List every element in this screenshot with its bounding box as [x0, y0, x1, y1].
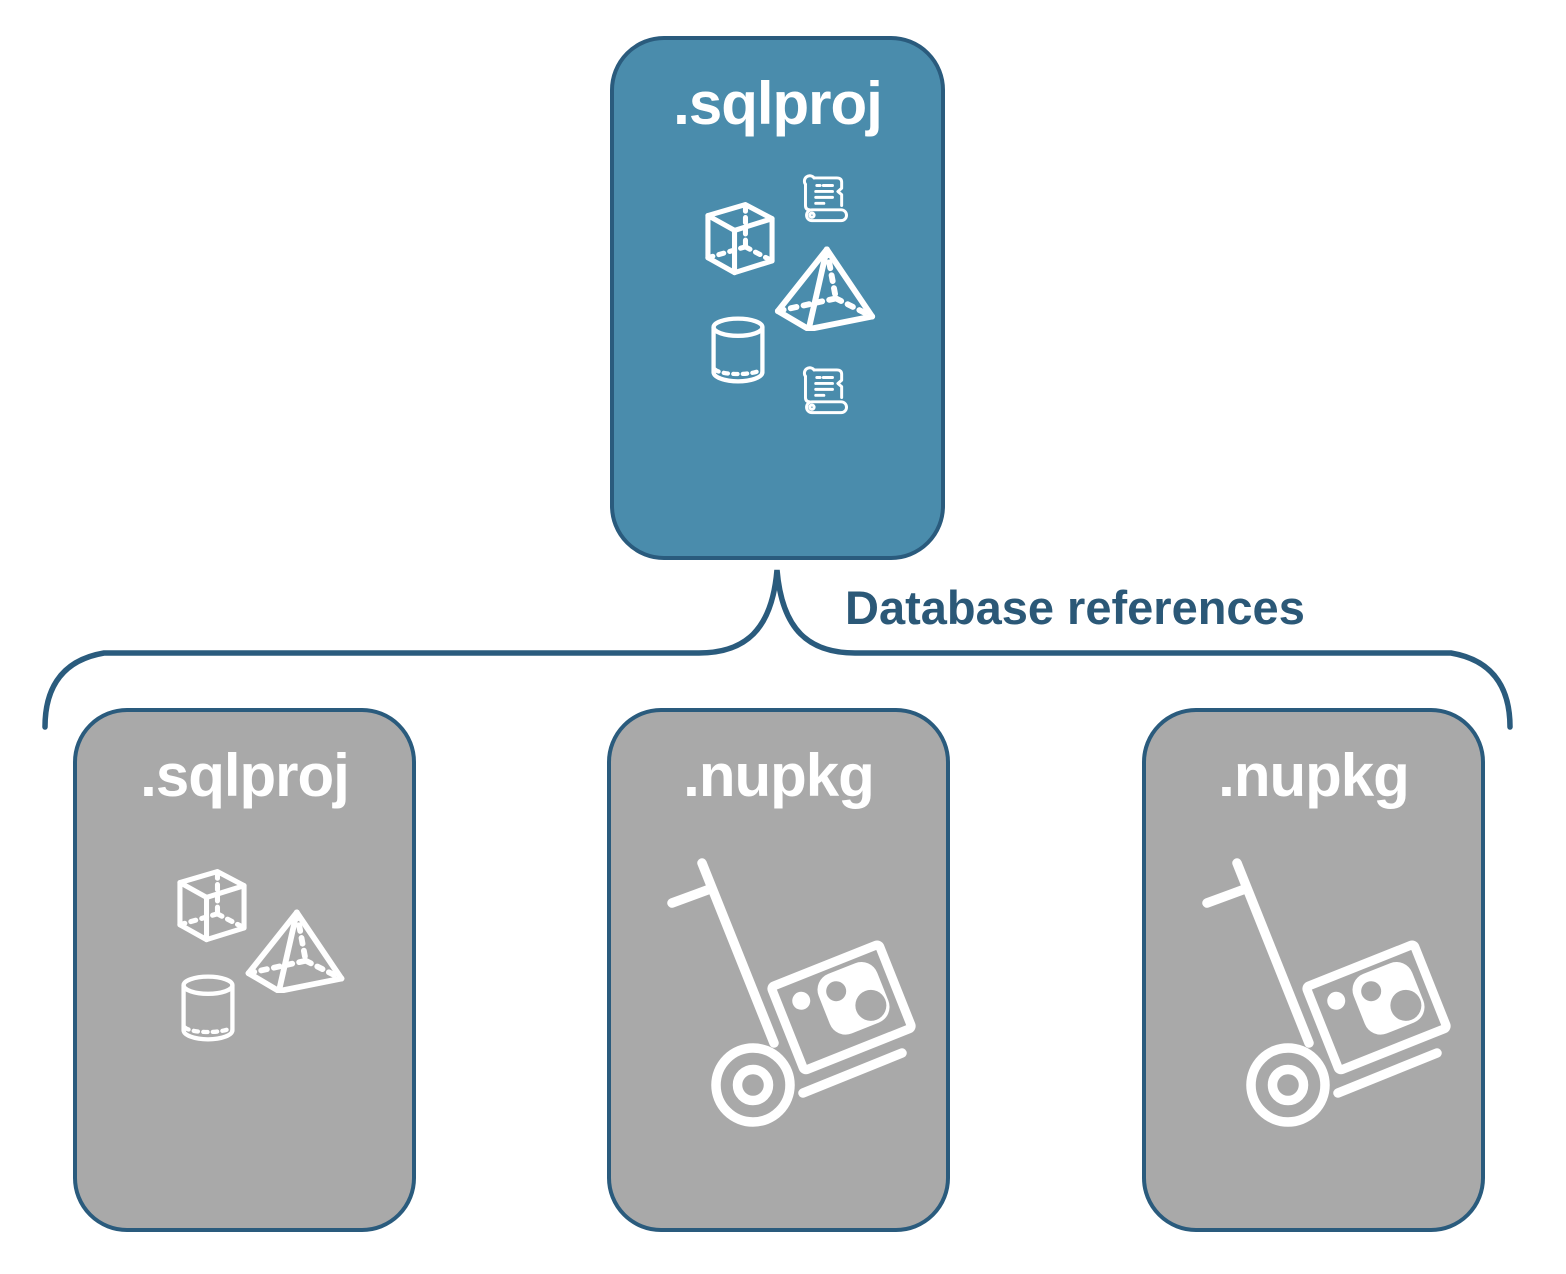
cube-icon: [697, 195, 783, 283]
nuget-handtruck-icon: [1199, 857, 1459, 1127]
script-scroll-icon: [799, 364, 853, 418]
node-sqlproj-root: .sqlproj: [610, 36, 945, 560]
script-scroll-icon: [799, 172, 853, 226]
node-nupkg-reference-2: .nupkg: [1142, 708, 1485, 1232]
node-nupkg-reference-1-title: .nupkg: [683, 742, 875, 809]
node-nupkg-reference-2-title: .nupkg: [1218, 742, 1410, 809]
cylinder-icon: [175, 972, 241, 1046]
nuget-handtruck-icon: [664, 857, 924, 1127]
connector-label: Database references: [845, 581, 1305, 634]
node-sqlproj-root-title: .sqlproj: [673, 70, 883, 137]
pyramid-icon: [774, 244, 876, 331]
node-nupkg-reference-1: .nupkg: [607, 708, 950, 1232]
node-sqlproj-reference-title: .sqlproj: [140, 742, 350, 809]
cube-icon: [169, 862, 255, 950]
pyramid-icon: [245, 907, 345, 993]
cylinder-icon: [705, 314, 771, 388]
node-sqlproj-reference: .sqlproj: [73, 708, 416, 1232]
